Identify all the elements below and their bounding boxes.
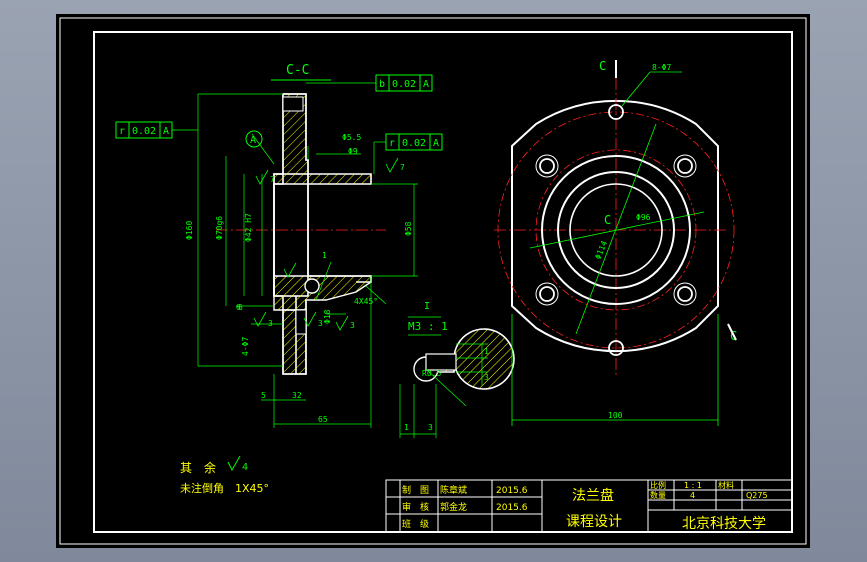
detail-label: I [424,301,430,312]
section-view: C-C [115,63,443,428]
svg-text:C: C [604,213,611,227]
svg-text:Φ70g6: Φ70g6 [215,216,224,240]
svg-text:4: 4 [242,462,248,473]
course-name: 课程设计 [566,514,622,530]
svg-text:3: 3 [484,373,489,382]
svg-text:5: 5 [261,391,266,400]
svg-text:R0.5: R0.5 [422,369,441,378]
svg-text:3: 3 [350,321,355,330]
section-dim-labels: Φ160 Φ70g6 Φ42 H7 Φ58 4-Φ7 4X45° Φ5.5 Φ9… [185,133,413,424]
svg-text:A: A [423,79,429,90]
svg-text:Φ114: Φ114 [594,239,610,260]
school-name: 北京科技大学 [682,516,766,532]
svg-text:Φ18: Φ18 [323,309,332,324]
svg-text:A: A [163,126,169,137]
svg-text:b: b [379,79,385,90]
svg-text:1: 1 [404,423,409,432]
svg-text:r: r [389,138,395,149]
svg-text:Φ96: Φ96 [636,213,651,222]
svg-text:班 级: 班 级 [402,518,429,530]
svg-text:7: 7 [270,175,275,184]
svg-text:郭金龙: 郭金龙 [440,501,467,513]
svg-text:1: 1 [322,251,327,260]
svg-text:2015.6: 2015.6 [496,503,528,513]
svg-text:1: 1 [484,347,489,356]
section-dimensions [197,93,418,428]
svg-text:4X45°: 4X45° [354,297,378,306]
svg-text:0.02: 0.02 [402,138,426,149]
svg-text:6: 6 [236,303,241,312]
svg-text:3: 3 [268,319,273,328]
section-mark-top: C [599,59,606,73]
svg-text:A: A [250,135,256,146]
tolerance-frame-1: b 0.02 A [306,74,433,92]
svg-text:审 核: 审 核 [402,501,429,513]
svg-text:0.02: 0.02 [132,126,156,137]
svg-text:0.02: 0.02 [392,79,416,90]
svg-text:7: 7 [400,163,405,172]
svg-text:3: 3 [318,319,323,328]
title-block [385,479,793,533]
datum-a-marker: A [245,130,263,148]
svg-text:数量: 数量 [650,490,666,500]
svg-text:比例: 比例 [650,480,666,490]
svg-text:r: r [119,126,125,137]
flange-outline [511,99,719,353]
svg-text:6: 6 [238,303,243,312]
svg-text:A: A [433,138,439,149]
svg-text:100: 100 [608,411,623,420]
front-view: 8-Φ7 Φ114 Φ96 100 C C C [494,59,737,426]
notes: 其 余 4 未注倒角 1X45° [180,455,269,495]
svg-text:Φ9: Φ9 [348,147,358,156]
svg-text:Φ160: Φ160 [185,221,194,240]
drawing-sheet: C-C [56,14,810,548]
bolt-holes [535,104,697,356]
svg-text:4: 4 [690,491,695,500]
roughness-symbols [253,157,399,331]
svg-text:4-Φ7: 4-Φ7 [241,337,250,356]
svg-text:Q275: Q275 [746,491,768,500]
tolerance-frame-3: r 0.02 A [373,133,443,174]
svg-text:2015.6: 2015.6 [496,486,528,496]
svg-text:65: 65 [318,415,328,424]
inner-frame [93,31,793,533]
svg-text:制 图: 制 图 [402,484,429,496]
roughness-labels: 7 7 6 3 3 3 [238,163,405,330]
svg-text:1 : 1: 1 : 1 [684,481,702,490]
svg-text:Φ58: Φ58 [404,221,413,236]
part-name: 法兰盘 [572,487,614,504]
cad-drawing: C-C [59,17,807,545]
svg-text:Φ42 H7: Φ42 H7 [244,213,253,242]
tolerance-frame-2: r 0.02 A [115,121,198,139]
title-block-text: 制 图 陈章斌 2015.6 审 核 郭金龙 2015.6 班 级 法兰盘 课程… [402,480,768,532]
section-title: C-C [286,63,309,78]
svg-text:8-Φ7: 8-Φ7 [652,63,671,72]
svg-text:材料: 材料 [718,480,734,490]
note-rest: 其 余 [180,460,216,475]
svg-text:32: 32 [292,391,302,400]
note-chamfer: 未注倒角 1X45° [180,481,269,495]
svg-text:Φ5.5: Φ5.5 [342,133,361,142]
outer-frame [59,17,807,545]
svg-text:3: 3 [428,423,433,432]
detail-scale: M3 : 1 [408,320,448,333]
svg-text:陈章斌: 陈章斌 [440,484,467,496]
detail-view: I M3 : 1 1 [399,301,515,438]
